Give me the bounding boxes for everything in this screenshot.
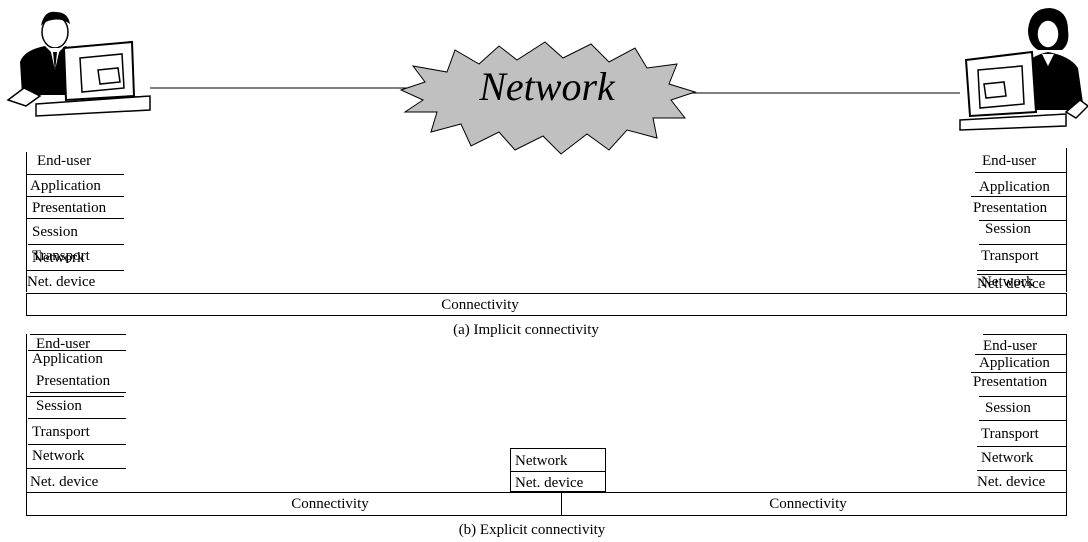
stack-divider <box>1066 148 1067 292</box>
layer-presentation: Presentation <box>971 196 1067 219</box>
router-layer-net-device: Net. device <box>511 471 605 494</box>
connectivity-label-a: Connectivity <box>441 297 519 313</box>
layer-net-device: Net. device <box>26 270 124 293</box>
caption-a: (a) Implicit connectivity <box>453 322 599 338</box>
layer-net-device: Net. device <box>977 274 1067 293</box>
right-stack-lower-a: Net. device <box>971 270 1067 292</box>
left-stack-lower-a: Network Net. device <box>26 244 124 292</box>
layer-presentation: Presentation <box>36 373 111 389</box>
female-user-computer-icon <box>959 8 1088 131</box>
network-cloud-label: Network <box>478 64 616 109</box>
layer-network <box>26 396 124 397</box>
layer-presentation: Presentation <box>26 196 124 219</box>
layer-network: Network <box>977 270 1067 293</box>
connectivity-label-b-right: Connectivity <box>769 496 847 512</box>
layer-application: Application <box>28 350 126 371</box>
layer-end-user: End-user <box>30 334 126 352</box>
connectivity-label-b-left: Connectivity <box>291 496 369 512</box>
network-cloud-icon: Network <box>399 41 697 155</box>
layer-network: Network <box>28 244 124 269</box>
router-layer-stack: Network Net. device <box>510 448 606 492</box>
layer-net-device: Net. device <box>977 470 1067 493</box>
connectivity-bar-b-right <box>561 492 1067 516</box>
stack-divider <box>26 244 27 292</box>
layer-session: Session <box>30 392 126 417</box>
layer-network: Network <box>977 446 1067 469</box>
male-user-computer-icon <box>6 11 151 117</box>
layer-transport: Transport <box>979 420 1067 445</box>
layer-presentation: Presentation <box>971 372 1067 395</box>
right-layer-stack-a: End-user Application Presentation Sessio… <box>971 148 1067 292</box>
layer-end-user: End-user <box>983 334 1067 355</box>
layer-session: Session <box>979 220 1067 243</box>
layer-session: Session <box>26 218 124 243</box>
layer-transport: Transport <box>979 244 1067 269</box>
router-layer-network: Network <box>515 453 568 469</box>
layer-application: Application <box>975 172 1067 197</box>
right-layer-stack-b: End-user Application Presentation Sessio… <box>971 334 1067 492</box>
layer-end-user: End-user <box>37 153 92 169</box>
layer-application: Application <box>26 174 124 197</box>
layer-transport: Transport <box>28 418 126 443</box>
connectivity-bar-a <box>26 293 1067 316</box>
left-layer-stack-a: End-user Application Presentation Sessio… <box>26 152 124 397</box>
stack-divider <box>26 152 27 292</box>
layer-network: Network <box>28 444 126 469</box>
layer-application: Application <box>975 354 1067 373</box>
layer-session: Session <box>979 396 1067 421</box>
caption-b: (b) Explicit connectivity <box>458 522 606 538</box>
left-layer-stack-b: End-user Application Presentation Sessio… <box>26 334 126 492</box>
layer-net-device: Net. device <box>26 468 126 493</box>
layer-end-user: End-user <box>982 153 1037 169</box>
stack-divider <box>26 334 27 492</box>
stack-divider <box>1066 334 1067 492</box>
